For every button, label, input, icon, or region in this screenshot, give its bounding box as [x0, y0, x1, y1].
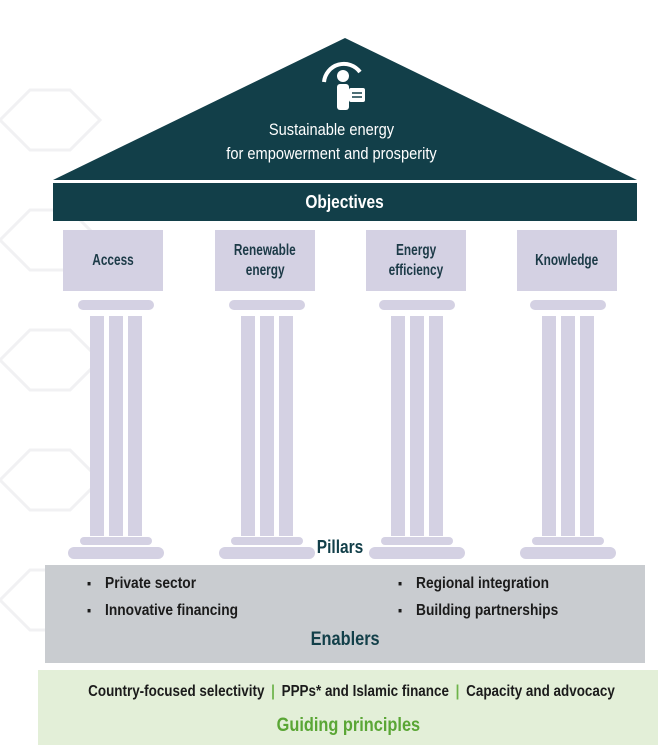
enablers-label-text: Enablers	[310, 629, 380, 650]
objectives-label: Objectives	[305, 191, 385, 212]
pillar-capital-energy-efficiency: Energy efficiency	[366, 230, 466, 291]
pillar-columns	[68, 300, 616, 559]
guiding-principles-list: Country-focused selectivity | PPPs* and Is…	[38, 683, 658, 701]
pillar-label: Access	[92, 251, 134, 269]
pillar-label-line2: energy	[245, 261, 285, 279]
enablers-band: Private sector Innovative financing Regi…	[45, 565, 645, 663]
person-presenting-icon	[322, 61, 365, 110]
guiding-principle-item: PPPs* and Islamic finance	[281, 683, 449, 700]
enabler-item: Regional integration	[398, 575, 549, 593]
pillar-label-line2: efficiency	[388, 261, 444, 279]
enabler-item: Building partnerships	[398, 602, 558, 620]
separator: |	[271, 683, 275, 700]
pillar-capital-knowledge: Knowledge	[517, 230, 617, 291]
pillar-label-line1: Energy	[395, 241, 437, 259]
guiding-principles-label-text: Guiding principles	[276, 715, 420, 736]
enabler-item: Innovative financing	[87, 602, 238, 620]
roof	[53, 38, 637, 180]
guiding-principles-label: Guiding principles	[38, 715, 658, 737]
pillar-capital-renewable-energy: Renewable energy	[215, 230, 315, 291]
roof-title: Sustainable energy for empowerment and p…	[184, 118, 479, 166]
guiding-principle-item: Capacity and advocacy	[466, 683, 615, 700]
pillar-label: Knowledge	[535, 251, 599, 269]
guiding-principles-band: Country-focused selectivity | PPPs* and Is…	[38, 670, 658, 745]
pillar-column-energy-efficiency	[369, 300, 465, 559]
objectives-bar: Objectives	[53, 183, 637, 221]
pillar-label-line1: Renewable	[234, 241, 296, 259]
enabler-item: Private sector	[87, 575, 196, 593]
separator: |	[455, 683, 460, 700]
guiding-principle-item: Country-focused selectivity	[88, 683, 265, 700]
pillar-column-renewable-energy	[219, 300, 315, 559]
pillars-label-text: Pillars	[316, 537, 364, 557]
roof-title-line2: for empowerment and prosperity	[226, 144, 437, 163]
pillars-label: Pillars	[300, 537, 380, 558]
pillar-column-access	[68, 300, 164, 559]
pillar-capital-access: Access	[63, 230, 163, 291]
pillar-column-knowledge	[520, 300, 616, 559]
roof-title-line1: Sustainable energy	[268, 120, 395, 139]
enablers-label: Enablers	[45, 629, 645, 651]
